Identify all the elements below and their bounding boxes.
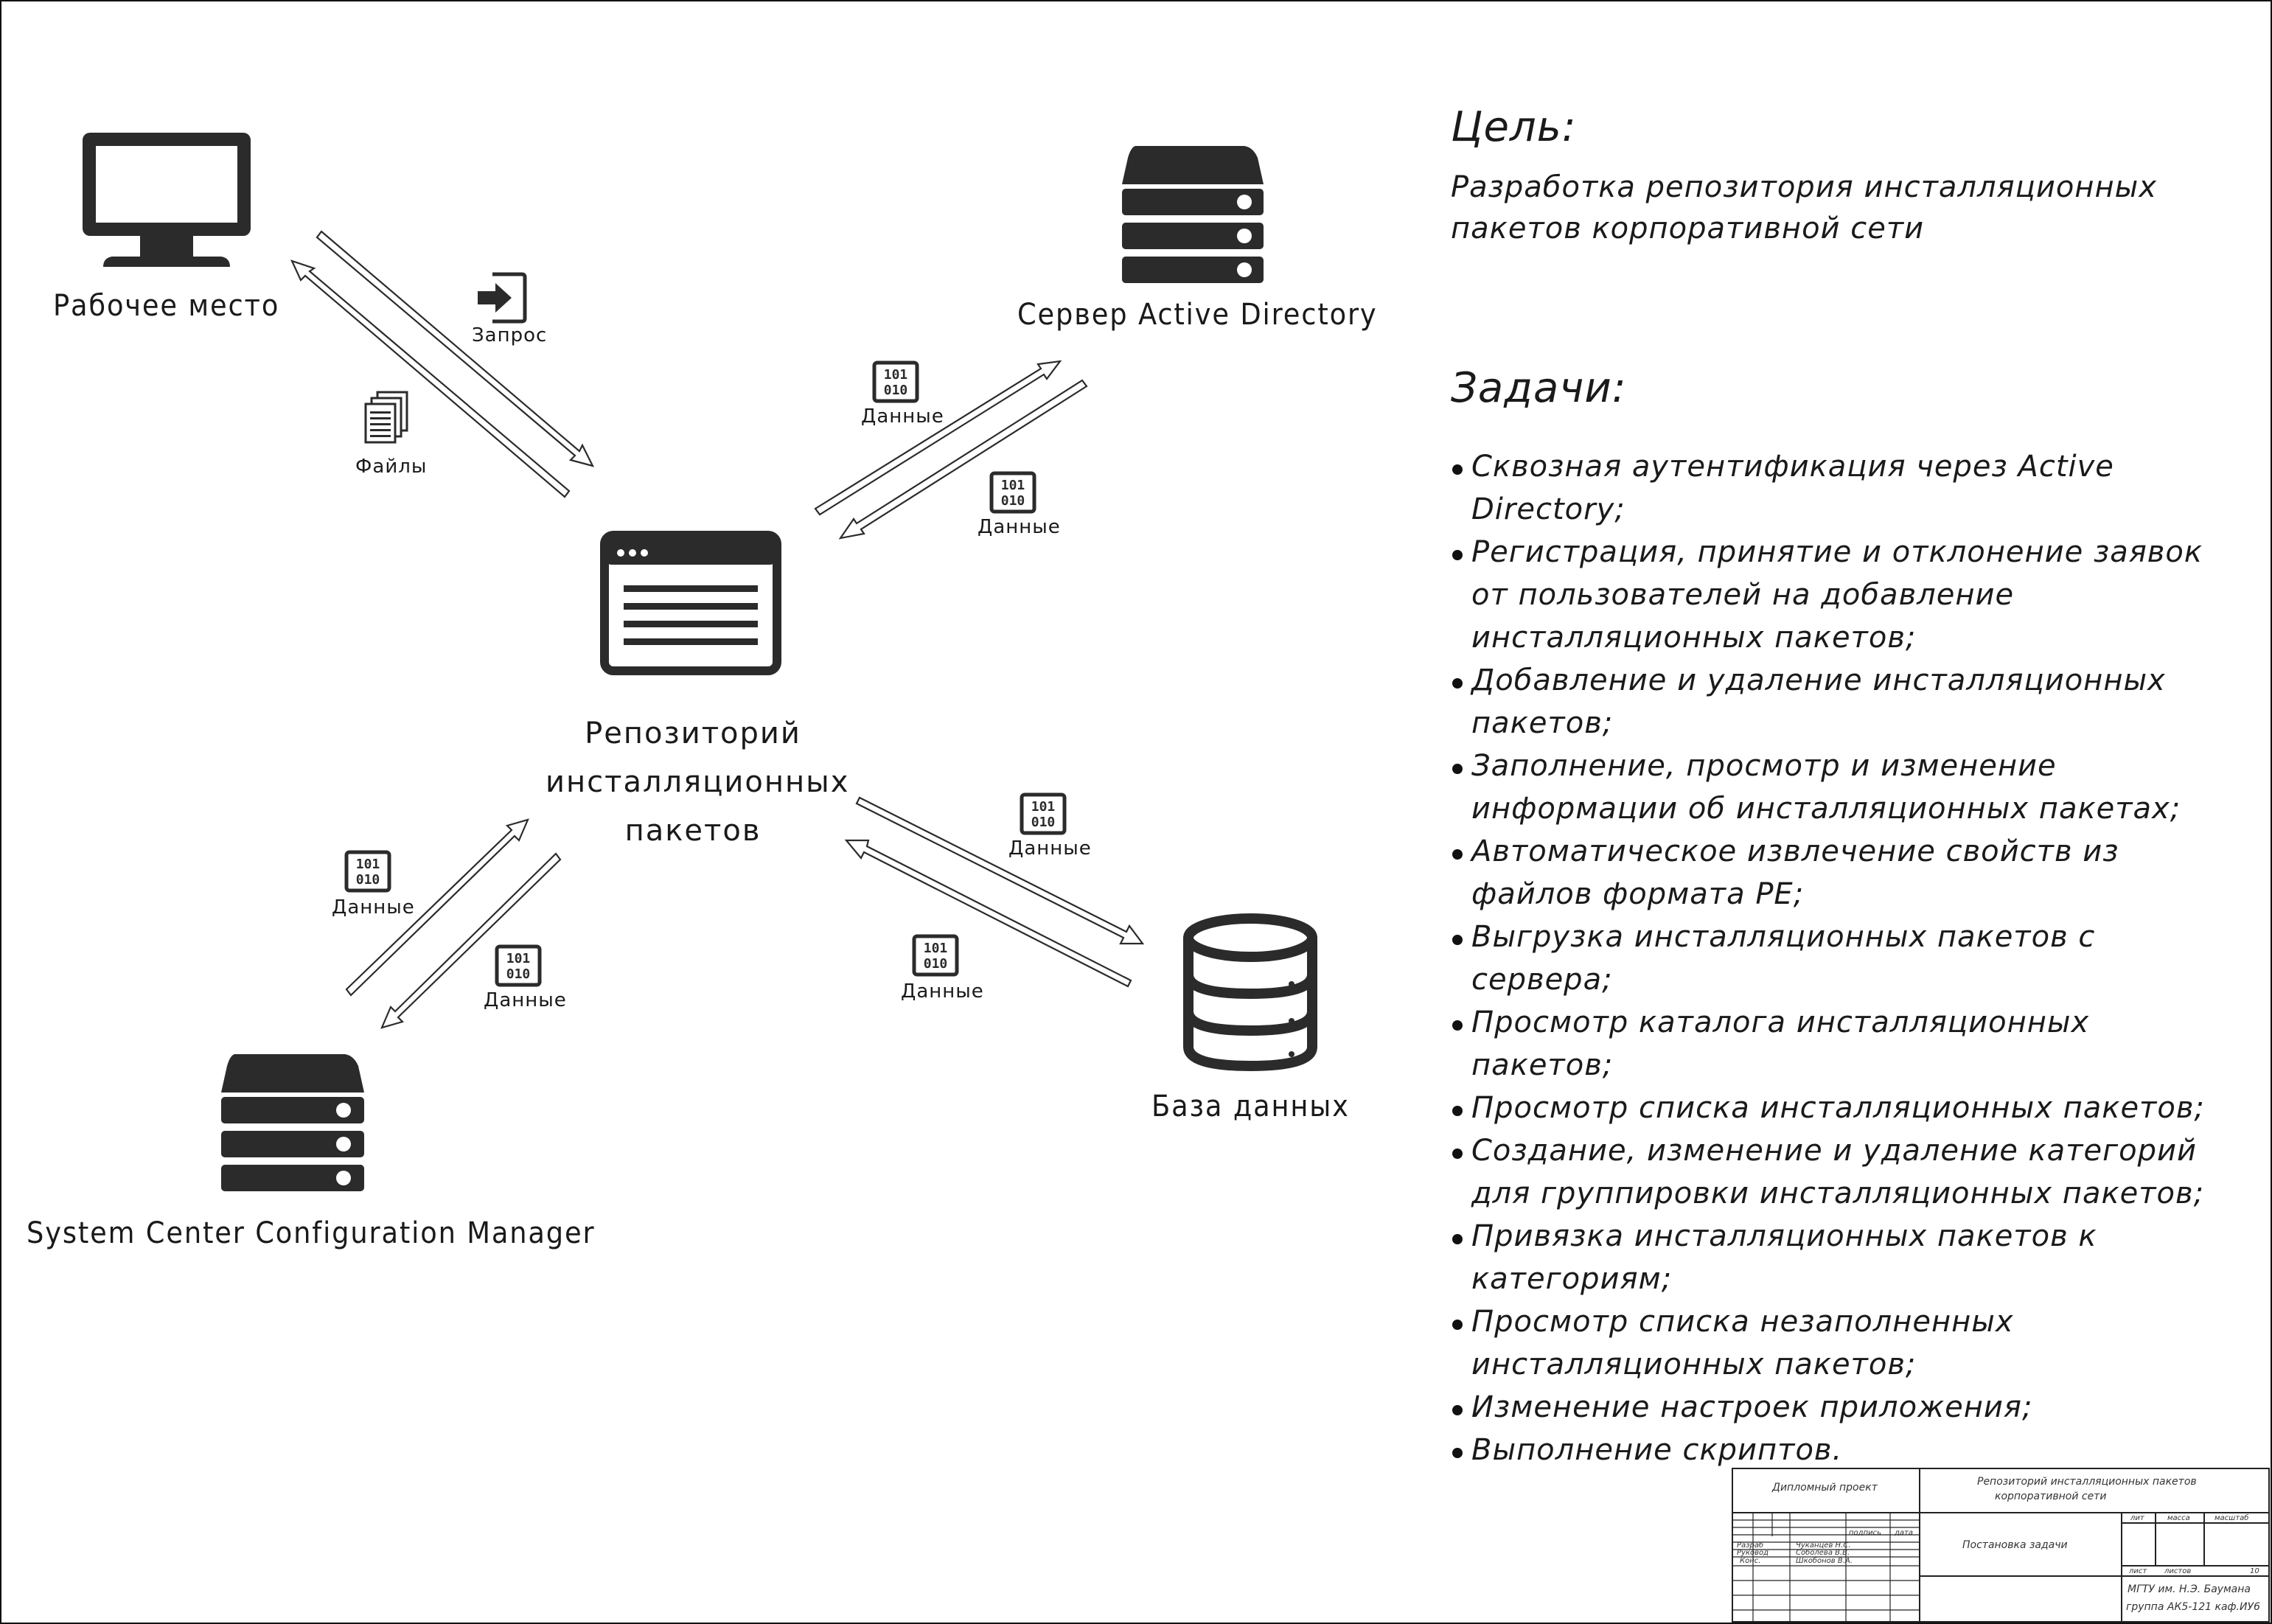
edge-label-data-6: Данные	[484, 989, 567, 1011]
svg-text:010: 010	[924, 956, 948, 972]
svg-text:101: 101	[1031, 799, 1056, 815]
repository-label: Репозиторий инсталляционных пакетов	[546, 709, 850, 855]
edge-label-data-3: Данные	[1008, 837, 1092, 860]
task-item: Выполнение скриптов.	[1451, 1429, 2225, 1471]
repository-label-line-3: пакетов	[624, 814, 762, 848]
title-block-role-1: Разраб	[1737, 1541, 1764, 1550]
arrow-repo-to-sccm	[380, 852, 562, 1029]
title-block-org-line-2: группа АК5-121 каф.ИУ6	[2126, 1601, 2260, 1613]
edge-label-files: Файлы	[355, 456, 428, 478]
database-label: База данных	[1151, 1090, 1350, 1123]
svg-text:101: 101	[506, 951, 531, 966]
binary-data-icon-6: 101 010	[495, 944, 542, 987]
monitor-icon	[83, 133, 251, 267]
title-block-name-1: Чуканцев Н.С.	[1796, 1541, 1851, 1550]
goal-heading: Цель:	[1451, 103, 1577, 151]
title-block-title-line-1: Репозиторий инсталляционных пакетов	[1977, 1476, 2197, 1488]
edge-label-data-4: Данные	[901, 980, 984, 1003]
goal-line-1: Разработка репозитория инсталляционных	[1451, 170, 2157, 204]
svg-text:010: 010	[1001, 493, 1025, 509]
svg-text:010: 010	[506, 966, 531, 982]
title-block-col-scale: масштаб	[2214, 1514, 2249, 1522]
task-item: Просмотр списка незаполненных инсталляци…	[1451, 1300, 2225, 1386]
title-block-role-3: Конс.	[1740, 1557, 1761, 1565]
edge-label-data-5: Данные	[332, 896, 415, 919]
arrow-db-to-repo	[844, 839, 1132, 988]
task-item: Изменение настроек приложения;	[1451, 1386, 2225, 1429]
server-icon-ad	[1122, 146, 1264, 283]
title-block-sheet: лист	[2129, 1567, 2147, 1575]
title-block-name-2: Соболева В.В.	[1796, 1549, 1850, 1557]
goal-line-2: пакетов корпоративной сети	[1451, 212, 1925, 245]
svg-text:010: 010	[1031, 815, 1056, 830]
title-block-title-line-2: корпоративной сети	[1995, 1491, 2107, 1502]
task-item: Сквозная аутентификация через Active Dir…	[1451, 445, 2225, 531]
title-block-col-sign: подпись	[1849, 1529, 1881, 1537]
arrow-sccm-to-repo	[345, 818, 529, 997]
arrow-repo-to-db	[855, 796, 1145, 945]
server-icon-sccm	[221, 1054, 364, 1191]
workstation-label: Рабочее место	[53, 289, 280, 323]
title-block-role-2: Руковод	[1737, 1549, 1769, 1557]
task-item: Привязка инсталляционных пакетов к катег…	[1451, 1215, 2225, 1300]
binary-data-icon-2: 101 010	[989, 471, 1036, 514]
title-block-name-3: Шкобонов В.А.	[1796, 1557, 1853, 1565]
title-block-org-line-1: МГТУ им. Н.Э. Баумана	[2128, 1583, 2251, 1595]
title-block-sheets-count: 10	[2250, 1567, 2259, 1575]
svg-text:010: 010	[356, 872, 380, 888]
task-item: Просмотр каталога инсталляционных пакето…	[1451, 1001, 2225, 1087]
svg-text:101: 101	[884, 367, 908, 383]
arrow-request	[316, 230, 595, 467]
sccm-label: System Center Configuration Manager	[27, 1216, 596, 1250]
title-block-doc-type: Дипломный проект	[1772, 1482, 1878, 1494]
edge-label-data-2: Данные	[978, 516, 1061, 538]
svg-text:101: 101	[924, 941, 948, 956]
task-item: Заполнение, просмотр и изменение информа…	[1451, 745, 2225, 830]
title-block-sheet-name: Постановка задачи	[1962, 1539, 2068, 1551]
task-item: Регистрация, принятие и отклонение заяво…	[1451, 531, 2225, 659]
repository-label-line-2: инсталляционных	[546, 765, 850, 799]
svg-text:010: 010	[884, 383, 908, 398]
database-icon	[1183, 913, 1317, 1072]
binary-data-icon-4: 101 010	[912, 934, 959, 977]
title-block-col-mass: масса	[2167, 1514, 2190, 1522]
repository-label-line-1: Репозиторий	[585, 717, 801, 750]
binary-data-icon-1: 101 010	[872, 360, 919, 403]
binary-data-icon-5: 101 010	[344, 850, 391, 893]
binary-data-icon-3: 101 010	[1020, 792, 1067, 835]
svg-text:101: 101	[356, 857, 380, 872]
task-item: Выгрузка инсталляционных пакетов с серве…	[1451, 916, 2225, 1001]
task-item: Создание, изменение и удаление категорий…	[1451, 1129, 2225, 1215]
edge-label-data-1: Данные	[861, 405, 944, 428]
task-item: Автоматическое извлечение свойств из фай…	[1451, 830, 2225, 916]
arrow-files	[290, 259, 571, 498]
arrow-ad-to-repo	[838, 379, 1088, 540]
title-block-col-date: дата	[1895, 1529, 1913, 1537]
task-item: Добавление и удаление инсталляционных па…	[1451, 659, 2225, 745]
login-icon	[478, 272, 527, 324]
tasks-heading: Задачи:	[1451, 364, 1627, 412]
files-icon	[364, 391, 408, 444]
edge-label-request: Запрос	[472, 324, 548, 346]
title-block-sheets: листов	[2164, 1567, 2192, 1575]
title-block-col-lit: лит	[2130, 1514, 2144, 1522]
arrow-repo-to-ad	[814, 360, 1062, 516]
tasks-list: Сквозная аутентификация через Active Dir…	[1451, 445, 2225, 1471]
svg-text:101: 101	[1001, 478, 1025, 493]
repository-window-icon	[600, 531, 781, 675]
ad-server-label: Сервер Active Directory	[1017, 298, 1378, 332]
task-item: Просмотр списка инсталляционных пакетов;	[1451, 1087, 2225, 1129]
